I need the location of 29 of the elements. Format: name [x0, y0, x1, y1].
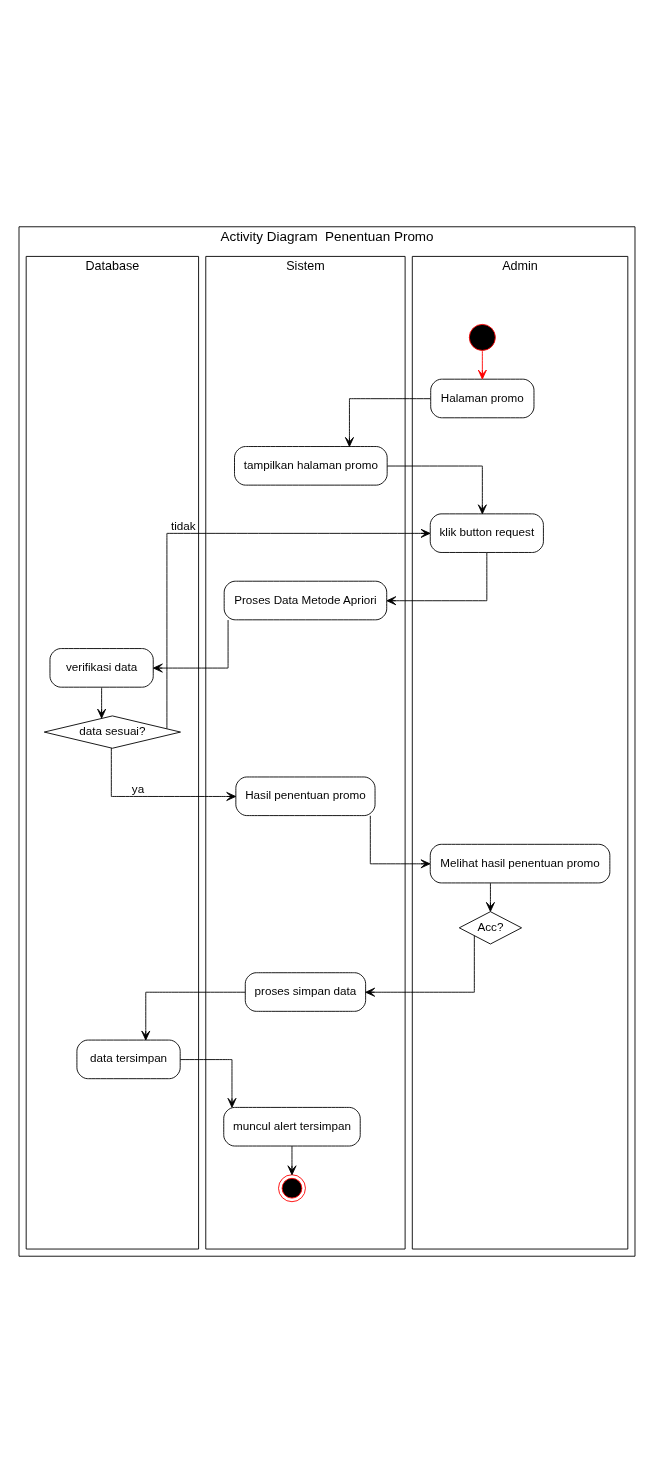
arrow — [141, 991, 246, 1041]
arrow — [386, 465, 487, 515]
node-box: Halaman promo — [430, 378, 535, 419]
node-box: Melihat hasil penentuan promo — [429, 843, 611, 884]
edge-label: ya — [131, 782, 145, 796]
arrow — [166, 528, 431, 730]
arrow — [287, 1145, 297, 1176]
arrow — [485, 882, 495, 912]
node-box: klik button request — [429, 513, 544, 553]
arrow — [386, 552, 488, 606]
node-diamond: Acc? — [458, 911, 523, 945]
arrow — [110, 747, 237, 801]
arrow — [344, 398, 432, 447]
arrow — [152, 619, 229, 673]
edge-label: tidak — [171, 519, 196, 533]
node-diamond: data sesuai? — [43, 715, 181, 749]
arrow — [179, 1059, 237, 1108]
node-circle — [468, 323, 496, 351]
arrow — [369, 815, 431, 869]
node-box: Proses Data Metode Apriori — [223, 580, 388, 621]
node-box: verifikasi data — [49, 648, 154, 688]
arrow — [477, 350, 487, 380]
node-box: proses simpan data — [244, 972, 367, 1012]
node-box: data tersimpan — [76, 1039, 181, 1080]
node-box: Hasil penentuan promo — [235, 776, 376, 817]
node-box: muncul alert tersimpan — [223, 1106, 361, 1147]
arrow — [97, 687, 107, 719]
node-box: tampilkan halaman promo — [234, 446, 388, 486]
arrow — [365, 935, 475, 997]
